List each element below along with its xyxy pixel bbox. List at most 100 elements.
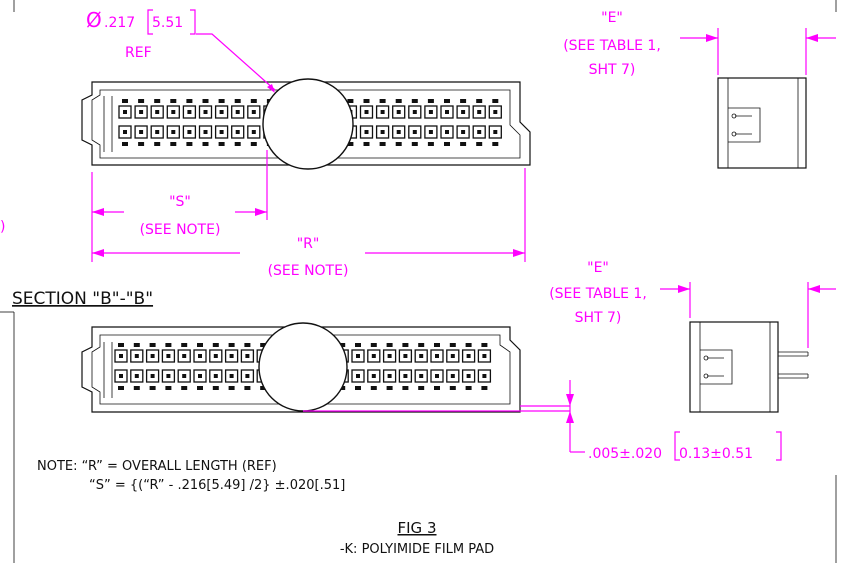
- diameter-ref: REF: [125, 45, 152, 61]
- contact-tab: [118, 343, 124, 347]
- contact-tab: [449, 386, 456, 390]
- contact-tab: [434, 343, 440, 347]
- top-view-film-pad-circle: [262, 78, 354, 170]
- contact-tab: [181, 343, 188, 347]
- contact-pin: [119, 374, 123, 378]
- contact-tab: [212, 343, 219, 347]
- contact-tab: [165, 386, 172, 390]
- contact-pin: [134, 354, 139, 358]
- contact-pin: [380, 110, 385, 114]
- figure-caption: -K: POLYIMIDE FILM PAD: [340, 542, 494, 557]
- contact-pin: [155, 110, 160, 114]
- contact-tab: [250, 142, 257, 146]
- contact-pin: [477, 130, 482, 134]
- offset-bracket-right: [776, 431, 782, 461]
- offset-arrow-bottom: [566, 411, 574, 423]
- contact-pin: [356, 374, 360, 378]
- contact-pin: [150, 354, 155, 358]
- contact-tab: [234, 99, 241, 103]
- contact-tab: [370, 343, 377, 347]
- contact-pin: [213, 374, 218, 378]
- contact-tab: [460, 142, 467, 146]
- connector-section-view: [81, 322, 521, 413]
- contact-pin: [245, 374, 250, 378]
- bottom-side-view: [689, 321, 809, 413]
- contact-pin: [187, 130, 192, 134]
- section-title: SECTION "B"-"B": [12, 289, 153, 309]
- e-dim-bottom-note-2: SHT 7): [575, 310, 622, 326]
- contact-tab: [355, 386, 361, 390]
- contact-tab: [186, 99, 193, 103]
- contact-tab: [181, 386, 188, 390]
- contact-tab: [411, 142, 418, 146]
- contact-pin: [435, 354, 439, 358]
- contact-tab: [154, 142, 161, 146]
- contact-pin: [251, 110, 256, 114]
- contact-pin: [182, 374, 187, 378]
- contact-pin: [412, 130, 417, 134]
- contact-pin: [229, 354, 234, 358]
- contact-pin: [203, 110, 208, 114]
- contact-pin: [139, 110, 144, 114]
- contact-tab: [228, 386, 235, 390]
- contact-tab: [434, 386, 440, 390]
- diameter-leader-line: [196, 33, 276, 91]
- note-line-1: NOTE: “R” = OVERALL LENGTH (REF): [37, 459, 277, 474]
- e-dim-bottom-arrow-left: [678, 285, 690, 293]
- contact-tab: [347, 142, 354, 146]
- s-dim-note: (SEE NOTE): [140, 222, 221, 238]
- e-dim-bottom-arrow-right: [808, 285, 820, 293]
- contact-pin: [482, 374, 487, 378]
- offset-arrow-top: [566, 394, 574, 406]
- contact-pin: [187, 110, 192, 114]
- section-view-film-pad-circle: [258, 322, 348, 412]
- contact-tab: [402, 386, 409, 390]
- contact-pin: [466, 354, 471, 358]
- contact-tab: [402, 343, 409, 347]
- r-dim-arrow-left: [92, 249, 104, 257]
- contact-pin: [419, 374, 424, 378]
- contact-tab: [154, 99, 161, 103]
- contact-pin: [493, 110, 498, 114]
- contact-tab: [260, 343, 267, 347]
- r-dim-arrow-right: [513, 249, 525, 257]
- contact-tab: [363, 99, 370, 103]
- contact-pin: [166, 354, 171, 358]
- contact-tab: [138, 99, 145, 103]
- contact-pin: [450, 354, 455, 358]
- diameter-leader-arrow: [267, 84, 275, 93]
- contact-pin: [123, 130, 127, 134]
- contact-tab: [202, 99, 209, 103]
- contact-pin: [428, 110, 433, 114]
- note-line-2: “S” = {(“R” - .216[5.49] /2} ±.020[.51]: [89, 478, 345, 493]
- contact-tab: [411, 99, 418, 103]
- connector-top-view: [81, 78, 531, 170]
- contact-tab: [228, 343, 235, 347]
- contact-tab: [170, 99, 177, 103]
- contact-pin: [419, 354, 424, 358]
- e-dim-top-note-2: SHT 7): [589, 62, 636, 78]
- contact-tab: [133, 343, 140, 347]
- contact-pin: [139, 130, 144, 134]
- contact-pin: [412, 110, 417, 114]
- contact-pin: [171, 110, 176, 114]
- contact-tab: [244, 386, 251, 390]
- contact-tab: [460, 99, 467, 103]
- offset-bracket-left: [674, 431, 680, 461]
- contact-pin: [198, 354, 202, 358]
- contact-pin: [182, 354, 187, 358]
- contact-pin: [428, 130, 433, 134]
- contact-pin: [461, 130, 466, 134]
- contact-tab: [449, 343, 456, 347]
- contact-tab: [244, 343, 251, 347]
- contact-pin: [435, 374, 439, 378]
- contact-pin: [371, 374, 376, 378]
- e-dim-top-note-1: (SEE TABLE 1,: [563, 38, 661, 54]
- contact-pin: [203, 130, 208, 134]
- contact-tab: [492, 142, 499, 146]
- contact-tab: [186, 142, 193, 146]
- contact-tab: [418, 343, 425, 347]
- left-edge-fragment: ): [0, 219, 5, 235]
- contact-tab: [149, 386, 156, 390]
- contact-tab: [418, 386, 425, 390]
